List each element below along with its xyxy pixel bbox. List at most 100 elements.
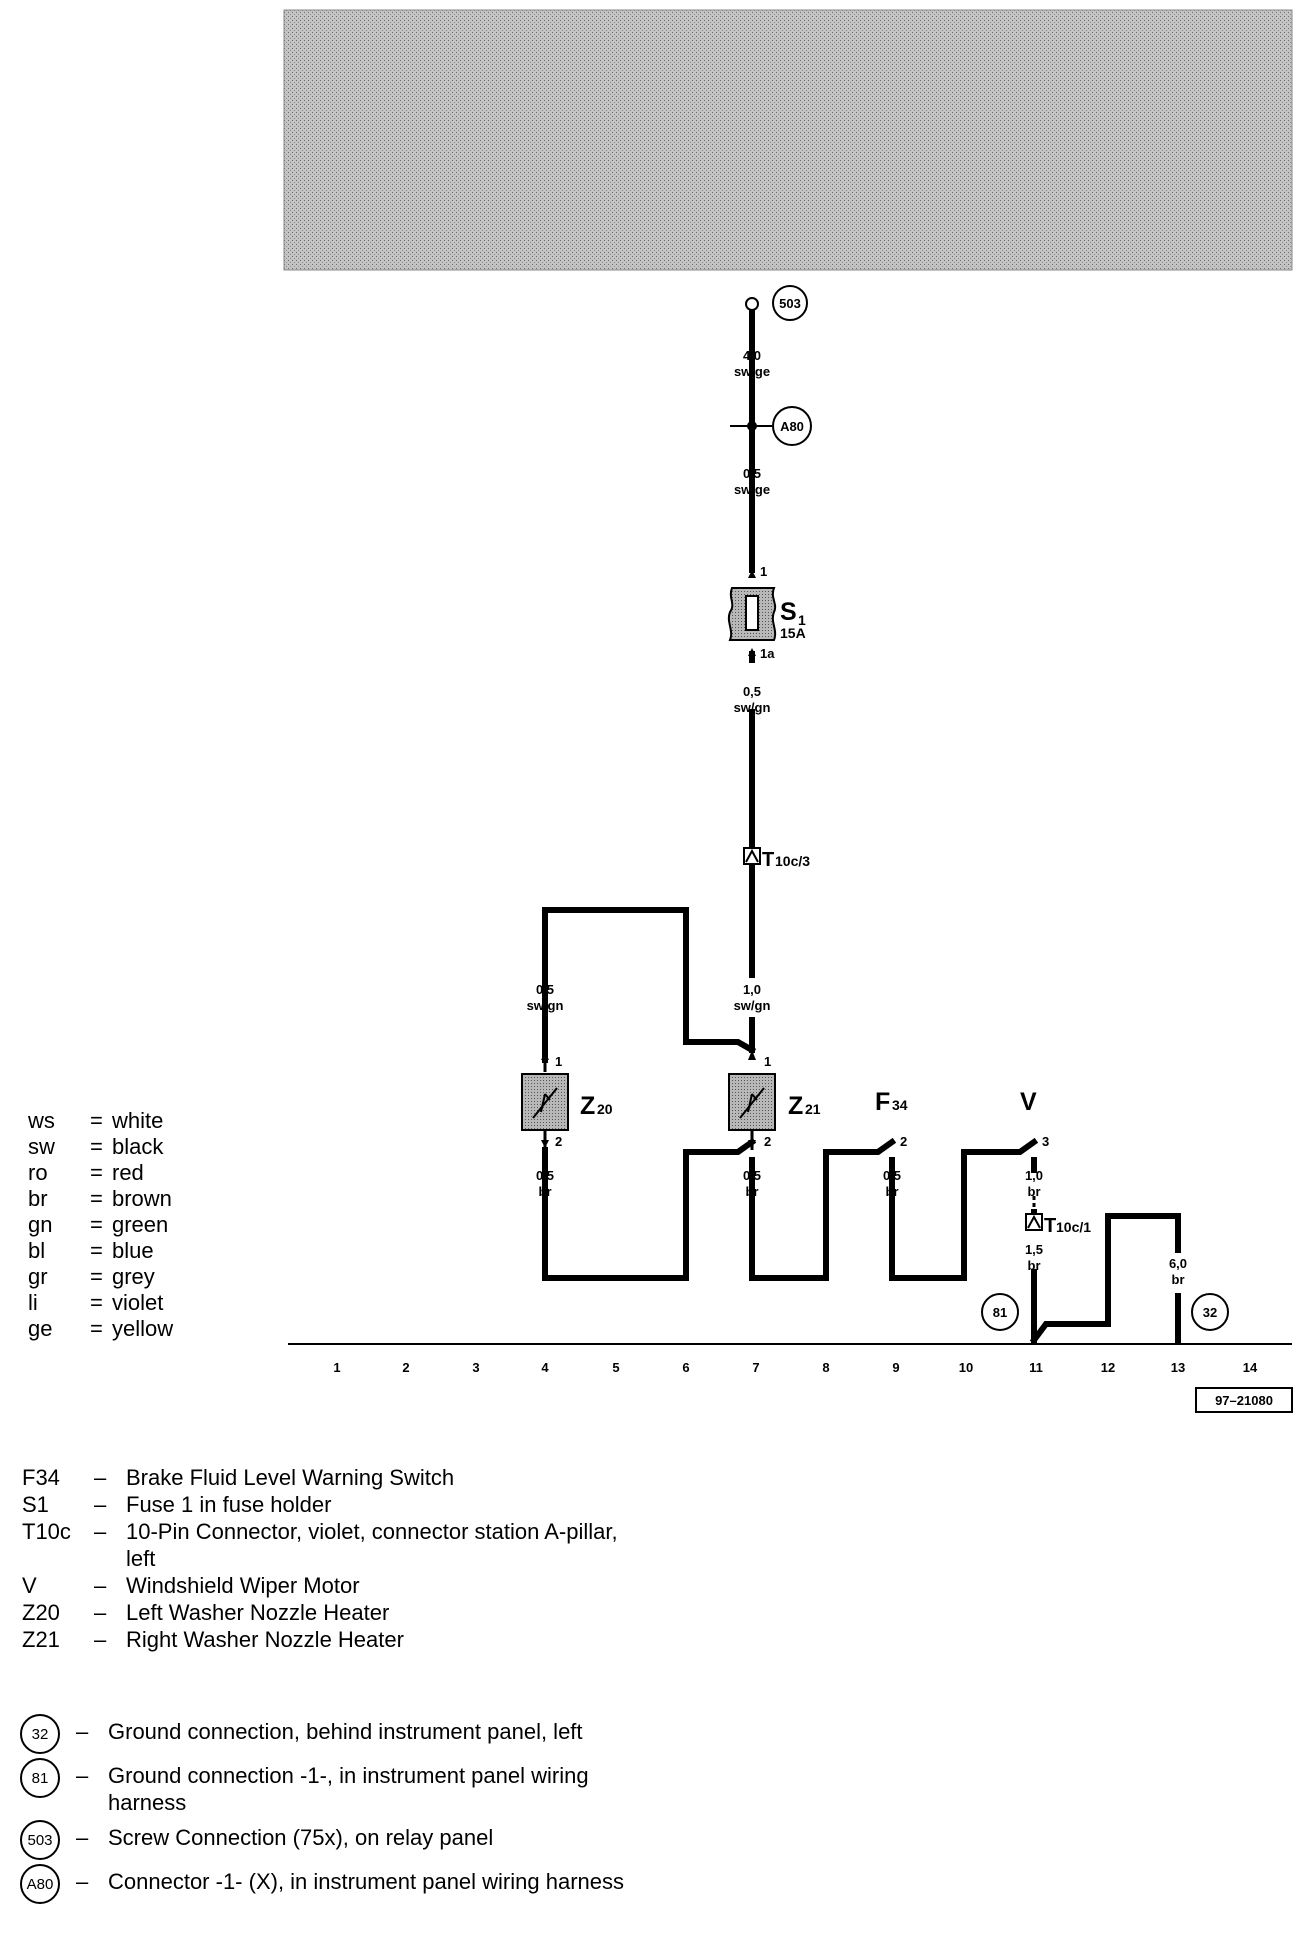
legend-description: Fuse 1 in fuse holder (126, 1492, 332, 1517)
color-key-equals: = (90, 1134, 103, 1159)
t10c3-sub: 10c/3 (775, 853, 810, 869)
legend-dash: – (94, 1573, 107, 1598)
color-key-row: sw=black (28, 1134, 173, 1160)
color-key-row: ws=white (28, 1108, 173, 1134)
fuse-s1-pin-out: 1a (760, 646, 775, 661)
z20-feed-wire (542, 907, 757, 1063)
color-key-code: ge (28, 1316, 53, 1341)
grid-number: 4 (541, 1360, 549, 1375)
color-key-equals: = (90, 1186, 103, 1211)
grid-number: 1 (333, 1360, 340, 1375)
reference-code: 97–21080 (1195, 1387, 1293, 1413)
color-key-color: green (112, 1212, 169, 1237)
legend-dash: – (94, 1627, 107, 1652)
fuse-s1-pin-in: 1 (760, 564, 767, 579)
ground-32: 32 (1191, 1293, 1229, 1331)
wire-1-size: 4,0 (743, 348, 761, 363)
v-label: V (1020, 1088, 1037, 1116)
color-key-color: grey (112, 1264, 155, 1289)
wire-10-color: br (1028, 1258, 1041, 1273)
z21-pin-bottom: 2 (764, 1134, 771, 1149)
wire-8-color: br (886, 1184, 899, 1199)
legend-dash: – (94, 1465, 107, 1490)
wire-4-color: sw/gn (527, 998, 564, 1013)
color-key-equals: = (90, 1290, 103, 1315)
wiring-diagram: 503 4,0 sw/ge A80 0,5 sw/ge 1 1a S 1 15A… (283, 9, 1293, 1413)
wire-2-size: 0,5 (743, 466, 761, 481)
color-key-code: ro (28, 1160, 48, 1185)
legend-row: Z20 –Left Washer Nozzle Heater (22, 1599, 642, 1626)
t10c3-label: T (762, 849, 774, 871)
fuse-s1: 1 1a S 1 15A (727, 564, 806, 661)
reference-code-text: 97–21080 (1215, 1393, 1273, 1408)
color-key-equals: = (90, 1238, 103, 1263)
f34-label: F (875, 1088, 890, 1116)
connection-legend-circle: 32 (20, 1714, 60, 1754)
connection-legend-dash: – (76, 1763, 89, 1788)
color-key-equals: = (90, 1212, 103, 1237)
wiper-motor-v: V 3 (1020, 1088, 1049, 1149)
connection-legend-description: Ground connection, behind instrument pan… (108, 1719, 583, 1744)
wire-9-color: br (1028, 1184, 1041, 1199)
legend-dash: – (94, 1492, 107, 1517)
connection-legend-description: Ground connection -1-, in instrument pan… (108, 1763, 589, 1815)
color-key-code: bl (28, 1238, 46, 1263)
wire-5-color: sw/gn (734, 998, 771, 1013)
relay-panel-area (283, 9, 1293, 271)
connection-legend-description: Connector -1- (X), in instrument panel w… (108, 1869, 625, 1894)
circle-a80-label: A80 (780, 419, 804, 434)
color-key-row: gr=grey (28, 1264, 173, 1290)
switch-f34: F 34 2 (875, 1088, 908, 1149)
grid-number: 13 (1171, 1360, 1185, 1375)
legend-description: Windshield Wiper Motor (126, 1573, 360, 1598)
wire-3-size: 0,5 (743, 684, 761, 699)
connection-legend-dash: – (76, 1869, 89, 1894)
legend-code: F34 (22, 1465, 60, 1490)
connection-legend-circle: 81 (20, 1758, 60, 1798)
color-key-color: violet (112, 1290, 164, 1315)
legend-description: 10-Pin Connector, violet, connector stat… (126, 1519, 618, 1571)
grid-number: 14 (1243, 1360, 1258, 1375)
color-key-equals: = (90, 1264, 103, 1289)
connector-t10c3: T 10c/3 (743, 847, 810, 871)
connection-legend-dash: – (76, 1719, 89, 1744)
grid-number: 12 (1101, 1360, 1115, 1375)
grid-number: 11 (1029, 1360, 1043, 1375)
connection-legend: 32–Ground connection, behind instrument … (20, 1714, 628, 1912)
color-key-row: br=brown (28, 1186, 173, 1212)
ground-81: 81 (981, 1293, 1019, 1331)
legend-dash: – (94, 1519, 107, 1544)
connector-t10c1: T 10c/1 (1025, 1213, 1091, 1237)
z20-pin-top: 1 (555, 1054, 562, 1069)
connector-a80: A80 (730, 388, 812, 446)
legend-dash: – (94, 1600, 107, 1625)
color-key-code: br (28, 1186, 48, 1211)
grid-number: 2 (402, 1360, 409, 1375)
color-key-color: red (112, 1160, 144, 1185)
grid-number: 8 (822, 1360, 829, 1375)
color-key-row: ge=yellow (28, 1316, 173, 1342)
color-key-code: li (28, 1290, 38, 1315)
legend-code: T10c (22, 1519, 71, 1544)
color-key-equals: = (90, 1108, 103, 1133)
legend-description: Left Washer Nozzle Heater (126, 1600, 390, 1625)
legend-row: Z21–Right Washer Nozzle Heater (22, 1626, 642, 1653)
wire-6-color: br (539, 1184, 552, 1199)
circle-32-label: 32 (1203, 1305, 1217, 1320)
z20-pin-bottom: 2 (555, 1134, 562, 1149)
fuse-s1-label: S (780, 598, 797, 626)
heater-z21: 1 2 Z 21 (728, 1050, 821, 1150)
color-key-row: li = violet (28, 1290, 173, 1316)
legend-row: S1–Fuse 1 in fuse holder (22, 1491, 642, 1518)
color-key-color: black (112, 1134, 164, 1159)
legend-row: V–Windshield Wiper Motor (22, 1572, 642, 1599)
legend-code: Z20 (22, 1600, 60, 1625)
grid-number: 5 (612, 1360, 619, 1375)
wire-6-size: 0,5 (536, 1168, 554, 1183)
wire-7-size: 0,5 (743, 1168, 761, 1183)
fuse-s1-rating: 15A (780, 625, 806, 641)
t10c1-label: T (1044, 1215, 1056, 1237)
wire-1-color: sw/ge (734, 364, 770, 379)
ground-return-wire (542, 1137, 1181, 1345)
